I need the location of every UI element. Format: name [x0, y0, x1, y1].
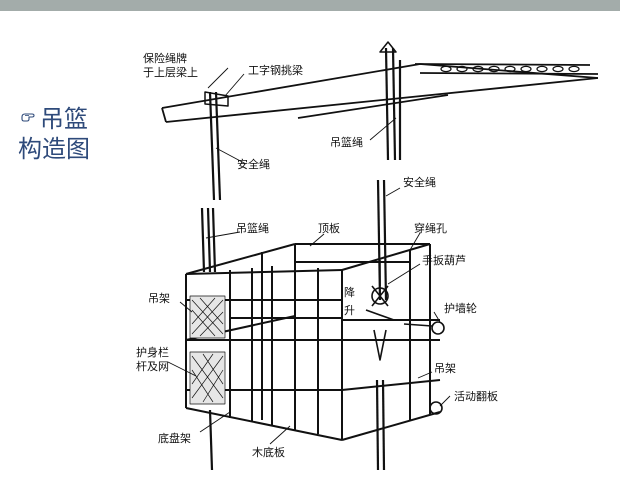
basket-frame: [185, 243, 441, 441]
label-guardrail-1: 护身栏: [136, 345, 169, 359]
label-top-plate: 顶板: [318, 221, 340, 235]
label-hand-hoist: 手扳葫芦: [422, 253, 466, 267]
title-line-1: 吊篮: [40, 105, 88, 133]
label-basket-rope-top: 吊篮绳: [330, 135, 363, 149]
i-beam-holes: [440, 65, 580, 73]
label-lift-down: 降: [344, 285, 355, 299]
label-safety-rope-tie-2: 于上层梁上: [143, 65, 198, 79]
hand-hoist: [365, 260, 395, 361]
wall-wheel: [403, 321, 445, 415]
top-accent-bar: [0, 0, 620, 11]
label-rope-hole: 穿绳孔: [414, 221, 447, 235]
guard-mesh-panels: [189, 295, 226, 405]
label-wood-floor: 木底板: [252, 445, 285, 459]
title-line-2: 构造图: [18, 135, 90, 163]
label-safety-rope-tie-1: 保险绳牌: [143, 51, 187, 65]
label-safety-rope-left: 安全绳: [237, 157, 270, 171]
label-leader-lines: [167, 67, 451, 445]
gondola-structure-diagram: 保险绳牌 于上层梁上 工字钢挑梁 吊篮绳 安全绳 安全绳 吊篮绳 顶板 穿绳孔 …: [136, 41, 598, 470]
label-chassis: 底盘架: [158, 431, 191, 445]
label-lift-up: 升: [344, 304, 355, 317]
pointing-hand-icon: [21, 113, 35, 122]
label-i-beam-cantilever: 工字钢挑梁: [248, 63, 303, 77]
label-guardrail-2: 杆及网: [136, 359, 169, 373]
label-hanger-frame-right: 吊架: [434, 362, 456, 375]
label-hanger-frame-left: 吊架: [148, 292, 170, 305]
top-hanging-ropes: [208, 41, 402, 201]
label-basket-rope-left: 吊篮绳: [236, 221, 269, 235]
label-safety-rope-right: 安全绳: [403, 175, 436, 189]
label-wall-wheel: 护墙轮: [444, 301, 477, 315]
label-flip-board: 活动翻板: [454, 389, 498, 403]
slide-title: 吊篮 构造图: [18, 104, 118, 164]
